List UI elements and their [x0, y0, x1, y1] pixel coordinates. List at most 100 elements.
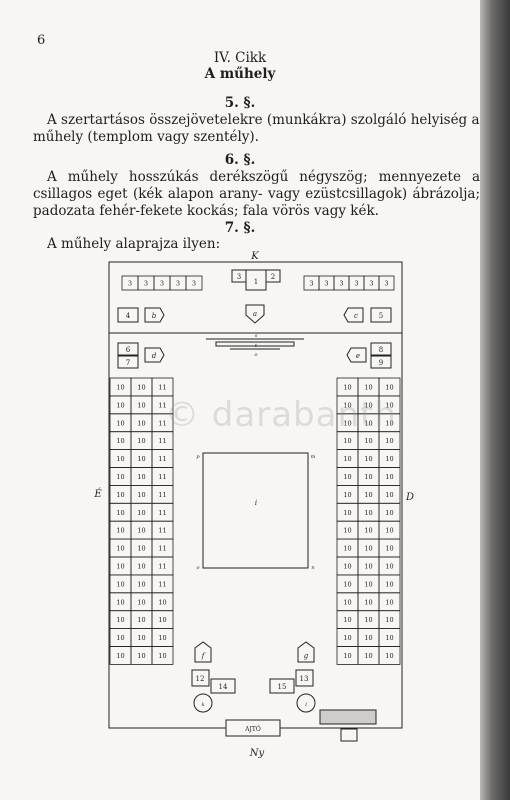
- seat-right-r3-c0: 10: [343, 437, 351, 445]
- carpet-corner-m: m: [311, 454, 316, 460]
- seat-left-r12-c1: 10: [137, 598, 145, 606]
- letter-b: b: [152, 312, 157, 320]
- seat-right-r0-c1: 10: [364, 383, 372, 391]
- seat-left-r7-c2: 11: [158, 509, 166, 517]
- seat-right-r12-c2: 10: [385, 598, 393, 606]
- box-5: 5: [379, 312, 383, 320]
- label-east: K: [250, 251, 259, 262]
- box-4: 4: [126, 312, 131, 320]
- seat-left-r5-c2: 11: [158, 473, 166, 481]
- carpet-label: i: [255, 499, 257, 507]
- seat-right-r2-c2: 10: [385, 419, 393, 427]
- seat-right-r6-c1: 10: [364, 491, 372, 499]
- label-south: D: [405, 492, 414, 503]
- seat-left-r8-c2: 11: [158, 527, 166, 535]
- box-14: 14: [219, 683, 228, 691]
- seat-left-r14-c2: 10: [158, 634, 166, 642]
- seat-right-r3-c2: 10: [385, 437, 393, 445]
- seat-3-right-4: 3: [369, 280, 373, 288]
- seat-right-r5-c1: 10: [364, 473, 372, 481]
- seat-left-r0-c0: 10: [116, 383, 124, 391]
- seat-3-left-2: 3: [160, 280, 164, 288]
- seat-3-left-4-box: [185, 275, 203, 291]
- carpet-corner-n: n: [311, 565, 314, 571]
- seat-left-r5-c1: 10: [137, 473, 145, 481]
- seat-left-r0-c1: 10: [137, 383, 145, 391]
- seat-left-r6-c0: 10: [116, 491, 124, 499]
- seat-left-r1-c2: 11: [158, 401, 166, 409]
- seat-right-r4-c0: 10: [343, 455, 351, 463]
- seat-left-r13-c2: 10: [158, 616, 166, 624]
- seat-right-r6-c0: 10: [343, 491, 351, 499]
- seat-left-r12-c2: 10: [158, 598, 166, 606]
- seat-right-r1-c1: 10: [364, 401, 372, 409]
- seat-left-r15-c1: 10: [137, 652, 145, 660]
- box-9: 9: [379, 359, 383, 367]
- seat-right-r0-c0: 10: [343, 383, 351, 391]
- seat-right-r10-c1: 10: [364, 562, 372, 570]
- letter-f: f: [201, 652, 206, 660]
- seat-left-r11-c0: 10: [116, 580, 124, 588]
- seat-right-r8-c1: 10: [364, 527, 372, 535]
- seat-1-master: 1: [254, 278, 258, 286]
- seat-left-r11-c1: 10: [137, 580, 145, 588]
- box-13: 13: [300, 675, 309, 683]
- seat-left-r4-c2: 11: [158, 455, 166, 463]
- seat-right-r15-c1: 10: [364, 652, 372, 660]
- seat-left-r6-c2: 11: [158, 491, 166, 499]
- box-7: 7: [126, 359, 130, 367]
- seat-left-r1-c0: 10: [116, 401, 124, 409]
- seat-3-right-3: 3: [354, 280, 358, 288]
- seat-left-r14-c0: 10: [116, 634, 124, 642]
- seat-left-r13-c1: 10: [137, 616, 145, 624]
- seat-right-r13-c2: 10: [385, 616, 393, 624]
- seat-right-r9-c1: 10: [364, 545, 372, 553]
- section-5-number: 5. §.: [224, 95, 256, 111]
- seat-left-r2-c1: 10: [137, 419, 145, 427]
- seat-3-right-0: 3: [309, 280, 313, 288]
- seat-left-r10-c2: 11: [158, 562, 166, 570]
- seat-left-r9-c0: 10: [116, 545, 124, 553]
- seat-left-r9-c1: 10: [137, 545, 145, 553]
- seat-right-r8-c2: 10: [385, 527, 393, 535]
- letter-c: c: [354, 312, 358, 320]
- seat-3-left-3: 3: [176, 280, 180, 288]
- seat-right-r2-c1: 10: [364, 419, 372, 427]
- seat-left-r3-c0: 10: [116, 437, 124, 445]
- section-5-text: A szertartásos összejövetelekre (munkákr…: [33, 112, 480, 145]
- entrance-label: AJTÓ: [244, 725, 261, 733]
- seat-right-r11-c1: 10: [364, 580, 372, 588]
- seat-right-r8-c0: 10: [343, 527, 351, 535]
- letter-e: e: [356, 352, 360, 360]
- altar-letter-o: o: [254, 352, 257, 358]
- seat-3-center: 3: [237, 273, 241, 281]
- seat-right-r9-c0: 10: [343, 545, 351, 553]
- seat-right-r0-c2: 10: [385, 383, 393, 391]
- seat-left-r12-c0: 10: [116, 598, 124, 606]
- seat-left-r8-c0: 10: [116, 527, 124, 535]
- article-heading: IV. Cikk: [213, 50, 267, 66]
- letter-k: k: [201, 702, 204, 708]
- seat-right-r1-c0: 10: [343, 401, 351, 409]
- carpet-corner-o: o: [196, 565, 199, 571]
- seat-right-r14-c2: 10: [385, 634, 393, 642]
- seat-left-r3-c1: 10: [137, 437, 145, 445]
- section-6-number: 6. §.: [224, 152, 256, 168]
- watermark: © darabanth: [165, 395, 397, 435]
- letter-l: l: [305, 702, 307, 708]
- seat-right-r3-c1: 10: [364, 437, 372, 445]
- seat-right-r9-c2: 10: [385, 545, 393, 553]
- seat-left-r13-c0: 10: [116, 616, 124, 624]
- book-page: 6 IV. Cikk A műhely 5. §. A szertartásos…: [33, 33, 480, 759]
- altar-letter-t: t: [255, 343, 258, 349]
- seat-left-r3-c2: 11: [158, 437, 166, 445]
- seat-right-r13-c0: 10: [343, 616, 351, 624]
- seat-3-right-2: 3: [339, 280, 343, 288]
- seat-right-r5-c0: 10: [343, 473, 351, 481]
- seat-left-r10-c1: 10: [137, 562, 145, 570]
- seat-right-r15-c0: 10: [343, 652, 351, 660]
- seat-left-r0-c2: 11: [158, 383, 166, 391]
- seat-left-r5-c0: 10: [116, 473, 124, 481]
- seat-left-r10-c0: 10: [116, 562, 124, 570]
